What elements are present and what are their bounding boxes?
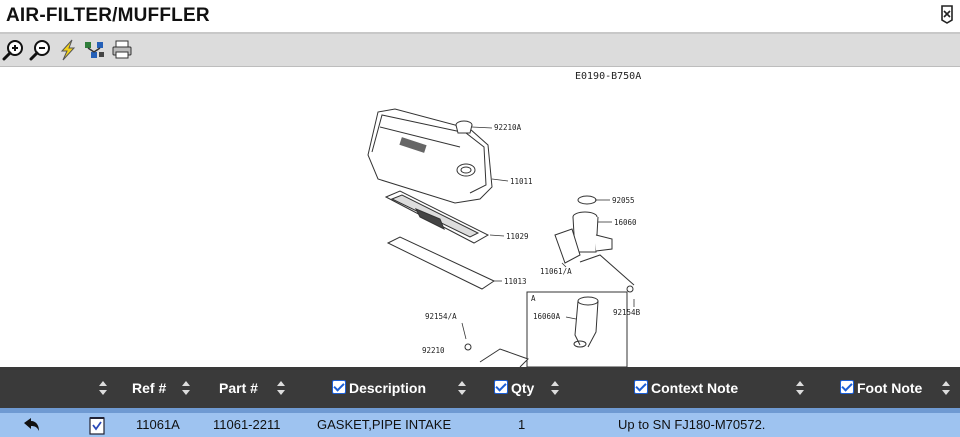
- cap-part[interactable]: [455, 120, 473, 134]
- parts-table-header: Ref # Part # Description Qty Context Not…: [0, 367, 960, 408]
- inset-detail[interactable]: [526, 291, 628, 367]
- sort-icon[interactable]: [796, 381, 804, 395]
- exploded-view-drawing: E0190-B750A: [367, 71, 641, 367]
- label-inset-a: A: [531, 294, 536, 303]
- sort-icon[interactable]: [551, 381, 559, 395]
- title-bar: AIR-FILTER/MUFFLER: [0, 0, 960, 34]
- label-11011: 11011: [510, 177, 533, 186]
- diagram-code: E0190-B750A: [575, 71, 641, 82]
- filter-element[interactable]: [384, 190, 490, 244]
- label-92210a: 92210A: [494, 123, 522, 132]
- foot-note-label: Foot Note: [857, 380, 923, 396]
- lightning-icon[interactable]: [56, 39, 80, 61]
- row-qty: 1: [518, 417, 526, 432]
- page-title: AIR-FILTER/MUFFLER: [6, 5, 210, 26]
- print-icon[interactable]: [110, 39, 134, 61]
- column-header-context-note[interactable]: Context Note: [634, 379, 738, 397]
- label-16060: 16060: [614, 218, 637, 227]
- column-header-part[interactable]: Part #: [219, 380, 258, 396]
- label-16060a: 16060A: [533, 312, 561, 321]
- label-11029: 11029: [506, 232, 529, 241]
- row-separator: [0, 408, 960, 412]
- foam-pad[interactable]: [386, 236, 496, 290]
- sort-icon[interactable]: [182, 381, 190, 395]
- parts-diagram[interactable]: E0190-B750A: [0, 67, 960, 367]
- small-parts[interactable]: [464, 343, 529, 367]
- row-description: GASKET,PIPE INTAKE: [317, 417, 452, 432]
- column-header-foot-note[interactable]: Foot Note: [840, 379, 922, 397]
- column-header-ref[interactable]: Ref #: [132, 380, 167, 396]
- table-row[interactable]: 11061A 11061-2211 GASKET,PIPE INTAKE 1 U…: [0, 412, 960, 437]
- intake-pipe[interactable]: [554, 195, 635, 293]
- row-context-note: Up to SN FJ180-M70572.: [618, 417, 766, 432]
- label-92154b: 92154B: [613, 308, 641, 317]
- label-92055: 92055: [612, 196, 635, 205]
- back-arrow-icon[interactable]: [22, 416, 42, 434]
- label-92210: 92210: [422, 346, 445, 355]
- qty-checkbox[interactable]: [494, 380, 508, 394]
- zoom-in-icon[interactable]: [2, 39, 26, 61]
- air-filter-cover[interactable]: [367, 108, 493, 204]
- context-note-label: Context Note: [651, 380, 739, 396]
- row-ref: 11061A: [136, 417, 180, 432]
- zoom-out-icon[interactable]: [29, 39, 53, 61]
- sort-icon[interactable]: [277, 381, 285, 395]
- context-note-checkbox[interactable]: [634, 380, 648, 394]
- label-11061a: 11061/A: [540, 267, 572, 276]
- qty-label: Qty: [511, 380, 535, 396]
- label-92154a: 92154/A: [425, 312, 457, 321]
- column-header-qty[interactable]: Qty: [494, 379, 534, 397]
- sort-icon[interactable]: [458, 381, 466, 395]
- label-11013: 11013: [504, 277, 527, 286]
- description-checkbox[interactable]: [332, 380, 346, 394]
- diagram-toolbar: [0, 34, 960, 67]
- description-label: Description: [349, 380, 427, 396]
- column-header-description[interactable]: Description: [332, 379, 426, 397]
- sort-icon[interactable]: [942, 381, 950, 395]
- notepad-icon[interactable]: [88, 415, 106, 435]
- sort-icon[interactable]: [99, 381, 107, 395]
- foot-note-checkbox[interactable]: [840, 380, 854, 394]
- close-diagram-icon[interactable]: [938, 3, 956, 25]
- network-icon[interactable]: [83, 39, 107, 61]
- row-part-number: 11061-2211: [213, 417, 281, 432]
